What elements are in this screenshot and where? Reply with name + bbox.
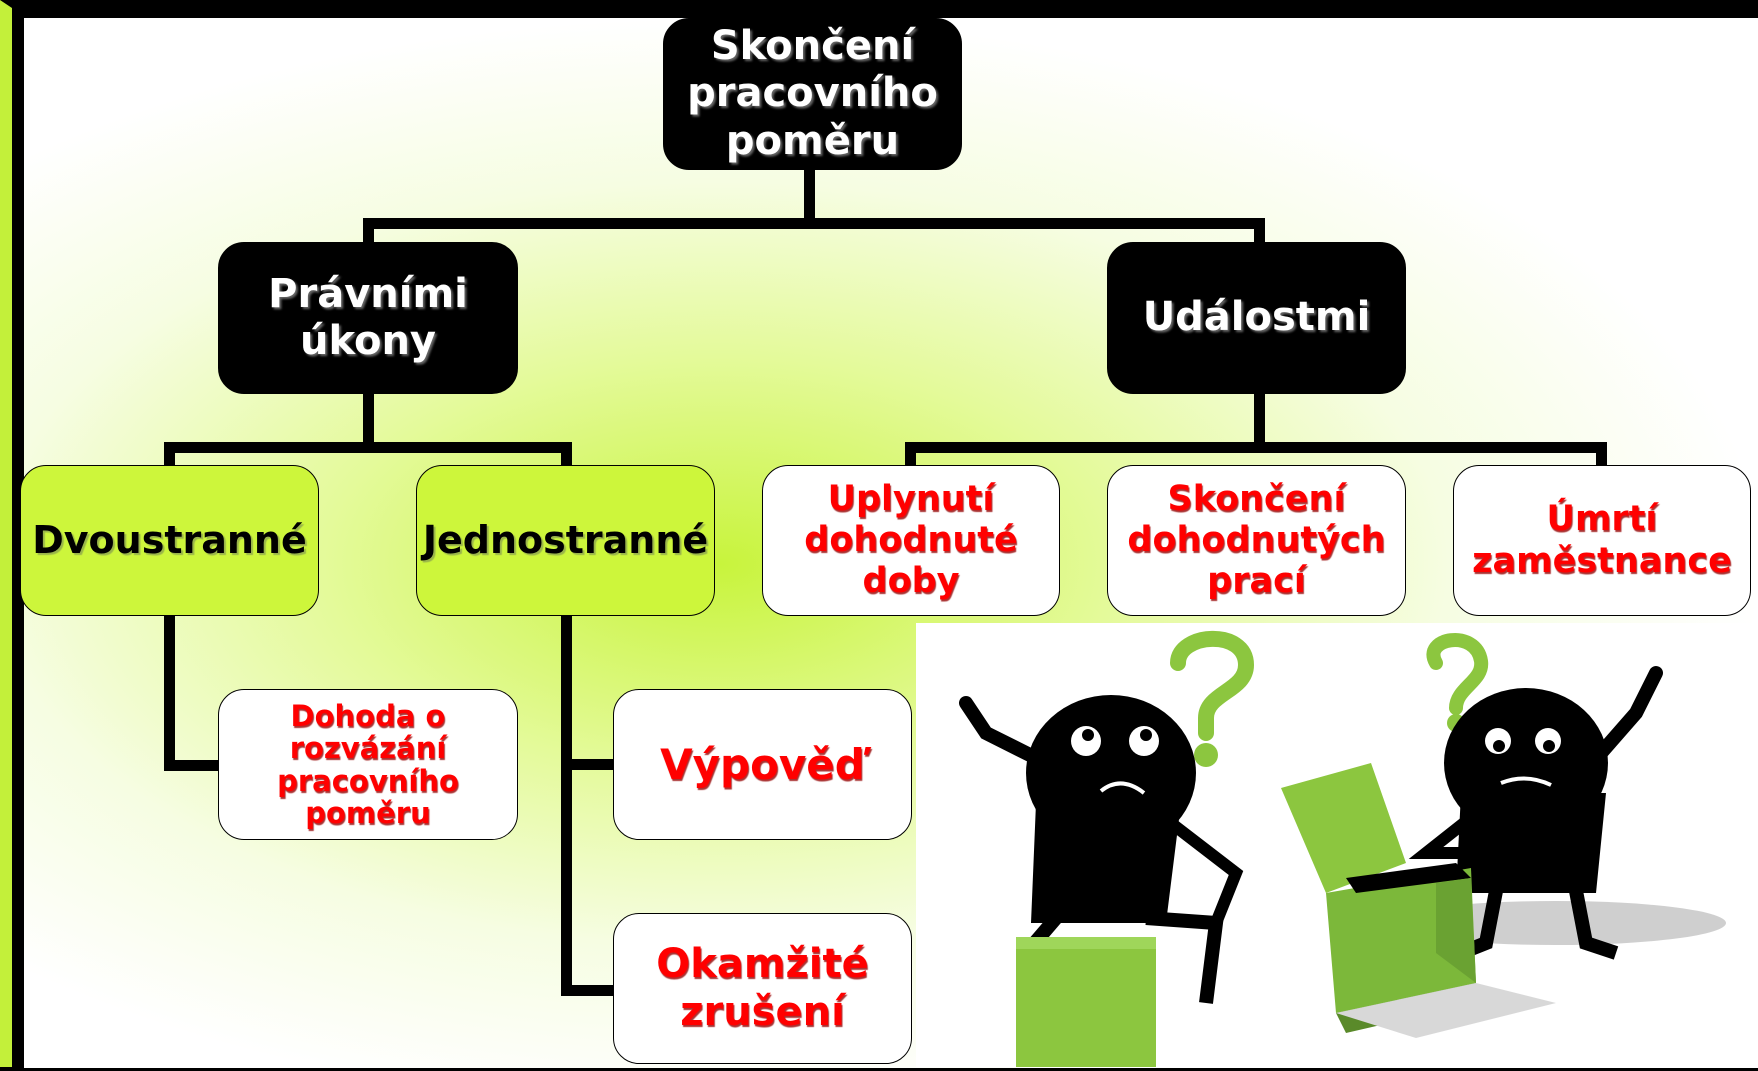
node-pravnimi-ukony: Právními úkony — [218, 242, 518, 394]
node-dohoda: Dohoda o rozvázání pracovního poměru — [218, 689, 518, 840]
node-pravnimi-ukony-label: Právními úkony — [268, 270, 468, 364]
node-okamzite-zruseni-label: Okamžité zrušení — [656, 941, 869, 1035]
node-uplynuti: Uplynutí dohodnuté doby — [762, 465, 1060, 616]
node-root-label: Skončení pracovního poměru — [687, 23, 938, 164]
connector — [1254, 218, 1265, 244]
connector — [905, 442, 1607, 453]
node-jednostranne-label: Jednostranné — [422, 518, 709, 563]
connector — [164, 442, 175, 466]
node-skonceni-praci-label: Skončení dohodnutých prací — [1127, 478, 1386, 602]
connector — [164, 442, 572, 453]
connector — [363, 392, 374, 444]
connector — [561, 614, 572, 996]
connector — [1596, 442, 1607, 466]
connector — [561, 759, 615, 770]
node-vypoved-label: Výpověď — [660, 739, 865, 789]
confused-figures-icon — [959, 630, 1726, 1067]
connector — [905, 442, 916, 466]
confused-figures-illustration — [916, 623, 1758, 1067]
node-dohoda-label: Dohoda o rozvázání pracovního poměru — [277, 698, 459, 830]
node-vypoved: Výpověď — [613, 689, 912, 840]
node-okamzite-zruseni: Okamžité zrušení — [613, 913, 912, 1064]
node-udalostmi-label: Událostmi — [1142, 294, 1371, 341]
connector — [164, 760, 220, 771]
node-dvoustranne-label: Dvoustranné — [32, 518, 307, 563]
node-root: Skončení pracovního poměru — [663, 18, 962, 170]
connector — [1254, 392, 1265, 444]
connector — [164, 614, 175, 771]
connector — [363, 218, 1265, 229]
node-skonceni-praci: Skončení dohodnutých prací — [1107, 465, 1406, 616]
node-umrti-label: Úmrtí zaměstnance — [1472, 499, 1732, 581]
connector — [363, 218, 374, 244]
node-udalostmi: Událostmi — [1107, 242, 1406, 394]
node-jednostranne: Jednostranné — [416, 465, 715, 616]
node-umrti: Úmrtí zaměstnance — [1453, 465, 1751, 616]
connector — [804, 166, 815, 228]
node-dvoustranne: Dvoustranné — [20, 465, 319, 616]
node-uplynuti-label: Uplynutí dohodnuté doby — [804, 478, 1018, 602]
connector — [561, 442, 572, 466]
connector — [561, 985, 615, 996]
